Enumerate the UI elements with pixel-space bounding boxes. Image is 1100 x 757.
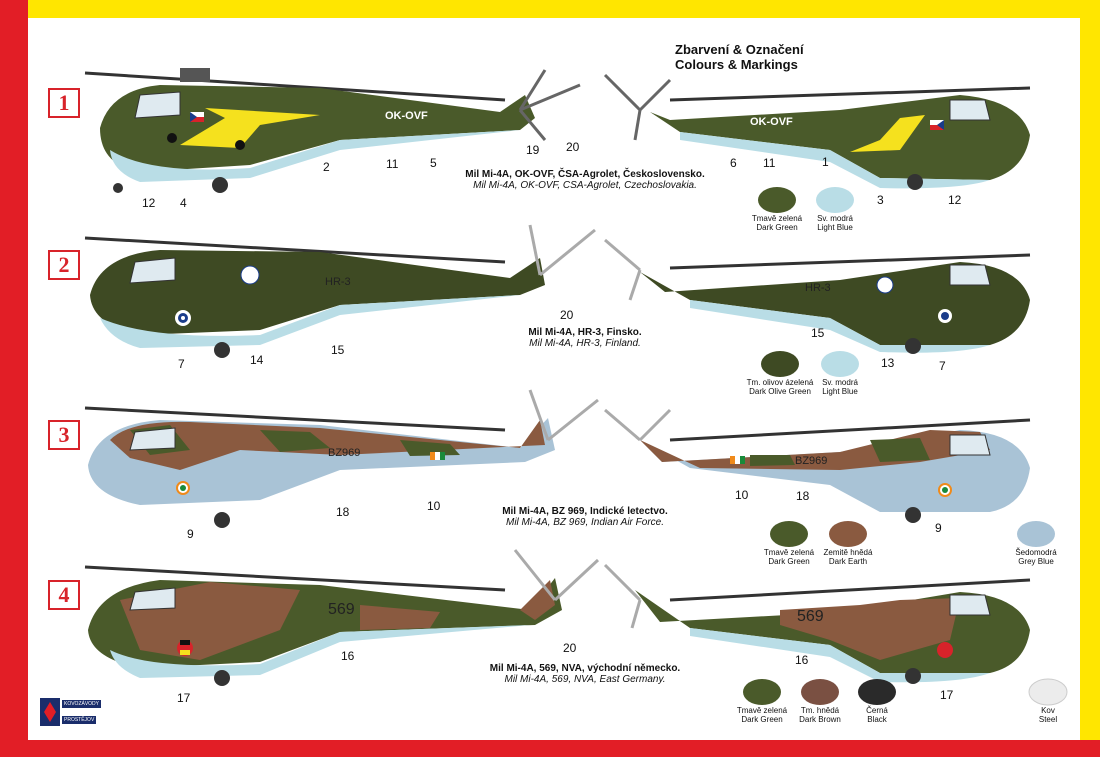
- callout: 20: [563, 641, 577, 655]
- callout: 1: [822, 155, 829, 169]
- helicopter-1-left: [84, 68, 581, 193]
- header-title-cz: Zbarvení & Označení: [675, 42, 804, 57]
- callout: 3: [877, 193, 884, 207]
- caption-4-cz: Mil Mi-4A, 569, NVA, východní německo.: [489, 663, 681, 674]
- callout: 16: [341, 649, 355, 663]
- callout: 18: [796, 489, 810, 503]
- caption-1: Mil Mi-4A, OK-OVF, ČSA-Agrolet, Českoslo…: [440, 169, 730, 191]
- callout: 16: [795, 653, 809, 667]
- caption-3: Mil Mi-4A, BZ 969, Indické letectvo. Mil…: [440, 506, 730, 528]
- caption-4: Mil Mi-4A, 569, NVA, východní německo. M…: [440, 663, 730, 685]
- callout: 20: [566, 140, 580, 154]
- callout: 17: [177, 691, 191, 705]
- variant-badge-4: 4: [48, 580, 80, 610]
- helicopter-3-left: [84, 389, 599, 528]
- helicopter-2-right: [604, 238, 1031, 354]
- callout: 11: [386, 157, 399, 171]
- helicopter-4-right: [603, 563, 1031, 684]
- callout: 12: [948, 193, 962, 207]
- header-title-en: Colours & Markings: [675, 57, 798, 72]
- kovozavody-logo: KOVOZÁVODY PROSTĚJOV: [40, 698, 112, 728]
- callout: 12: [142, 196, 156, 210]
- callout: 10: [427, 499, 441, 513]
- caption-2-en: Mil Mi-4A, HR-3, Finland.: [529, 338, 641, 349]
- registration-2-left: HR-3: [325, 276, 351, 288]
- registration-3-left: BZ969: [328, 447, 361, 459]
- callout: 15: [811, 326, 825, 340]
- caption-1-cz: Mil Mi-4A, OK-OVF, ČSA-Agrolet, Českoslo…: [465, 169, 705, 180]
- helicopter-4-left: [84, 549, 600, 686]
- callout: 4: [180, 196, 187, 210]
- callout: 14: [250, 353, 264, 367]
- callout: 17: [940, 688, 954, 702]
- registration-2-right: HR-3: [805, 282, 831, 294]
- caption-2: Mil Mi-4A, HR-3, Finsko. Mil Mi-4A, HR-3…: [440, 327, 730, 349]
- callout: 18: [336, 505, 350, 519]
- caption-3-en: Mil Mi-4A, BZ 969, Indian Air Force.: [505, 517, 664, 528]
- variant-badge-3: 3: [48, 420, 80, 450]
- callout: 13: [881, 356, 895, 370]
- callout: 20: [560, 308, 574, 322]
- registration-1-left: OK-OVF: [385, 110, 428, 122]
- caption-3-cz: Mil Mi-4A, BZ 969, Indické letectvo.: [502, 506, 668, 517]
- callout: 11: [763, 156, 776, 170]
- registration-4-left: 569: [328, 601, 355, 618]
- registration-1-right: OK-OVF: [750, 116, 793, 128]
- caption-4-en: Mil Mi-4A, 569, NVA, East Germany.: [504, 674, 666, 685]
- callout: 19: [526, 143, 540, 157]
- registration-4-right: 569: [797, 608, 824, 625]
- callout: 5: [430, 156, 437, 170]
- callout: 7: [178, 357, 185, 371]
- callout: 2: [323, 160, 330, 174]
- registration-3-right: BZ969: [795, 455, 828, 467]
- callout: 10: [735, 488, 749, 502]
- callout: 15: [331, 343, 345, 357]
- helicopter-3-right: [604, 408, 1031, 523]
- variant-badge-1: 1: [48, 88, 80, 118]
- swatches: [743, 187, 1068, 706]
- caption-1-en: Mil Mi-4A, OK-OVF, CSA-Agrolet, Czechosl…: [473, 180, 697, 191]
- helicopter-1-right: [603, 73, 1031, 190]
- logo-line1: KOVOZÁVODY: [62, 700, 102, 708]
- callout: 6: [730, 156, 737, 170]
- logo-line2: PROSTĚJOV: [62, 716, 97, 724]
- callout: 7: [939, 359, 946, 373]
- logo-emblem-icon: [40, 698, 60, 726]
- helicopter-2-left: [84, 224, 596, 358]
- callout: 9: [935, 521, 942, 535]
- callout: 9: [187, 527, 194, 541]
- caption-2-cz: Mil Mi-4A, HR-3, Finsko.: [528, 327, 642, 338]
- variant-badge-2: 2: [48, 250, 80, 280]
